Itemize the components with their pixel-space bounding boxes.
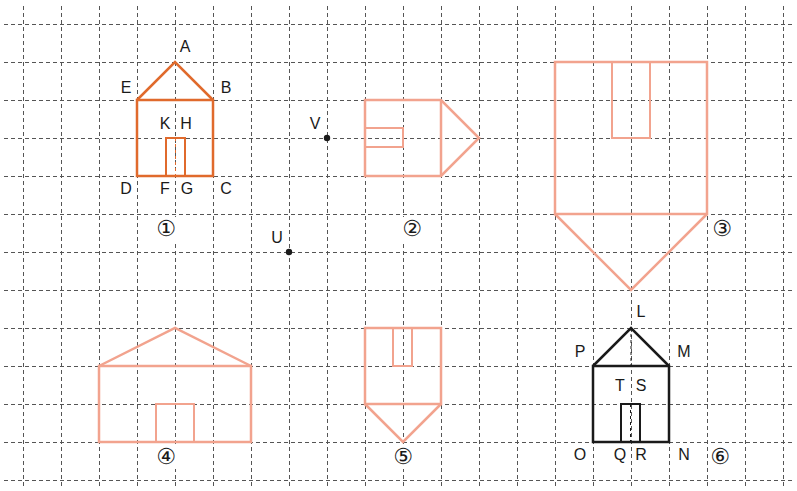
figure-number: ④ xyxy=(155,445,177,469)
house-figure xyxy=(555,62,707,290)
grid-line xyxy=(517,6,518,488)
grid-line xyxy=(441,6,442,488)
roof-line xyxy=(440,100,443,176)
roof xyxy=(593,328,669,366)
house-figure xyxy=(137,62,213,176)
point-label: H xyxy=(179,115,193,133)
point-label: O xyxy=(573,446,587,464)
door xyxy=(365,128,403,147)
roof xyxy=(137,62,213,100)
wall xyxy=(593,366,669,442)
grid-line xyxy=(61,6,62,488)
house-figure xyxy=(365,100,479,176)
grid-line xyxy=(4,252,793,253)
grid-line xyxy=(479,6,480,488)
grid-line xyxy=(4,480,793,481)
grid xyxy=(4,6,793,488)
grid-line xyxy=(327,6,328,488)
wall xyxy=(99,366,251,442)
axis xyxy=(631,328,632,366)
figure-number: ② xyxy=(401,217,423,241)
grid-line xyxy=(289,6,290,488)
point-label: Q xyxy=(613,446,627,464)
point-label: C xyxy=(219,180,233,198)
figure-number: ⑤ xyxy=(392,445,414,469)
point-label: A xyxy=(179,38,192,56)
point-label: U xyxy=(270,229,284,247)
point-label: S xyxy=(635,377,648,395)
grid-line xyxy=(4,138,793,139)
point xyxy=(324,135,330,141)
house-figure xyxy=(593,328,669,442)
grid-line xyxy=(175,6,176,488)
point-label: F xyxy=(159,180,171,198)
grid-line xyxy=(365,6,366,488)
roof xyxy=(555,214,707,290)
figure-number: ③ xyxy=(711,217,733,241)
wall xyxy=(555,62,707,214)
point-label: N xyxy=(677,446,691,464)
figure-number: ⑥ xyxy=(709,445,731,469)
door-centre xyxy=(175,138,176,176)
point-label: K xyxy=(159,115,172,133)
outline xyxy=(365,100,479,176)
door xyxy=(621,404,640,442)
figure-number: ① xyxy=(155,217,177,241)
grid-line xyxy=(137,6,138,488)
point xyxy=(286,249,292,255)
grid-line xyxy=(213,6,214,488)
grid-line xyxy=(403,6,404,488)
grid-line xyxy=(4,290,793,291)
door xyxy=(156,404,194,442)
point-label: B xyxy=(220,79,233,97)
point-label: D xyxy=(119,180,133,198)
grid-line xyxy=(745,6,746,488)
point-label: M xyxy=(676,343,691,361)
point-label: P xyxy=(574,343,587,361)
wall xyxy=(365,328,441,404)
door xyxy=(166,138,185,176)
door xyxy=(612,62,650,138)
point-label: E xyxy=(120,79,133,97)
point-label: L xyxy=(636,303,647,321)
house-figure xyxy=(365,328,441,442)
point-label: G xyxy=(180,180,194,198)
roof xyxy=(365,404,441,442)
grid-line xyxy=(23,6,24,488)
house-figure xyxy=(99,328,251,442)
door xyxy=(393,328,412,366)
grid-line xyxy=(631,6,632,488)
roof xyxy=(99,328,251,366)
point-label: T xyxy=(614,377,626,395)
grid-line xyxy=(783,6,784,488)
point-label: V xyxy=(309,115,322,133)
door-centre xyxy=(630,404,631,442)
grid-line xyxy=(4,24,793,25)
wall xyxy=(137,100,213,176)
point-label: R xyxy=(634,446,648,464)
